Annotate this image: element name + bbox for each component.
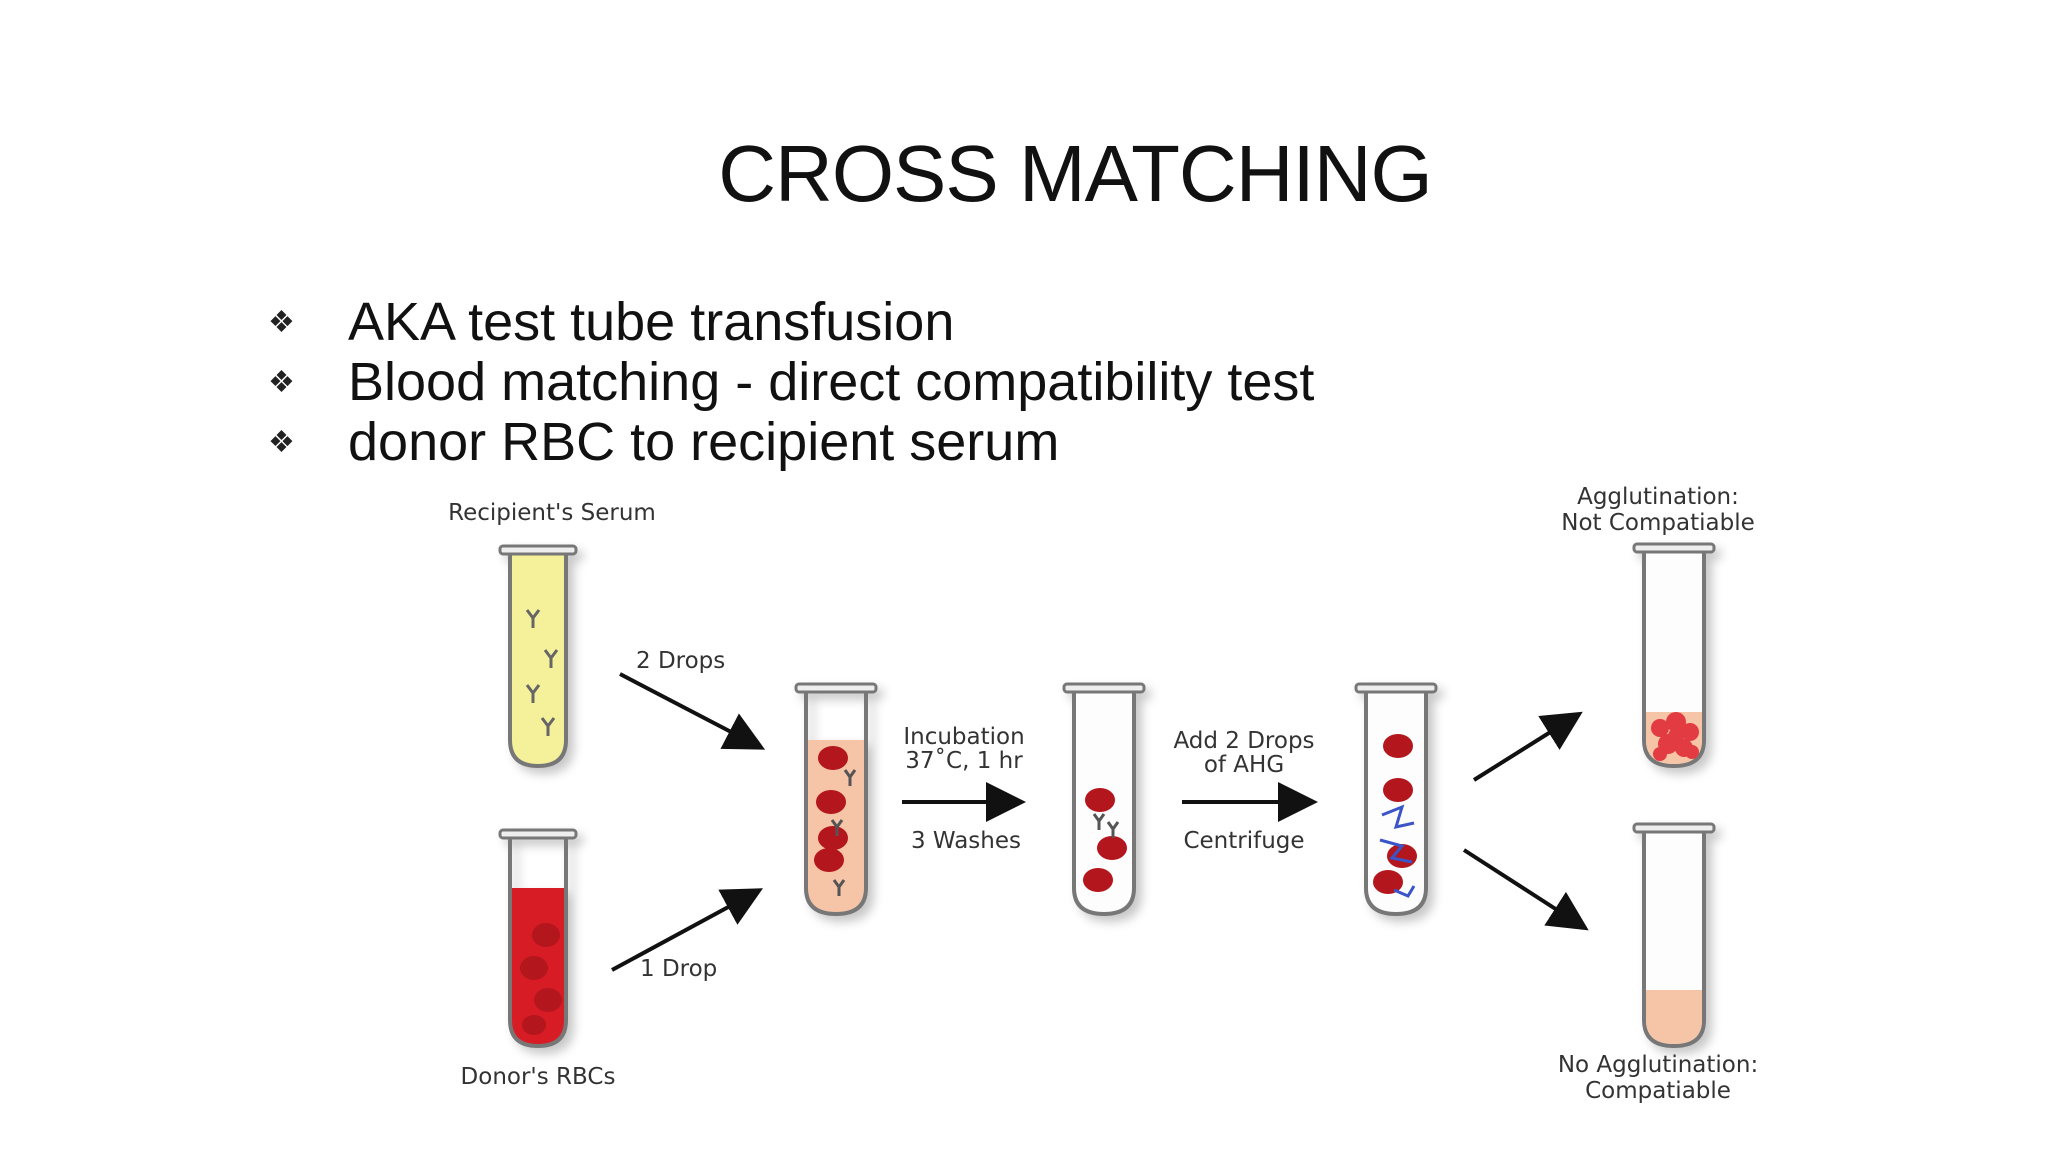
- two-drops-label: 2 Drops: [636, 648, 725, 674]
- serum-fluid: [510, 555, 566, 766]
- bullet-list: ❖ AKA test tube transfusion ❖ Blood matc…: [268, 292, 1314, 472]
- diamond-bullet-icon: ❖: [268, 365, 295, 399]
- compatible-label: Compatiable: [1585, 1078, 1731, 1104]
- bullet-item: ❖ donor RBC to recipient serum: [268, 412, 1314, 472]
- ahg-label: Add 2 Drops: [1173, 728, 1314, 754]
- ahg-tube: [1354, 682, 1438, 917]
- agglutination-label: Agglutination:: [1577, 484, 1739, 510]
- bullet-item: ❖ AKA test tube transfusion: [268, 292, 1314, 352]
- bullet-text: AKA test tube transfusion: [348, 292, 955, 352]
- recipient-serum-label: Recipient's Serum: [448, 500, 656, 526]
- slide-title: CROSS MATCHING: [718, 129, 1432, 218]
- ahg-label-2: of AHG: [1204, 752, 1284, 778]
- bullet-text: donor RBC to recipient serum: [348, 412, 1060, 472]
- arrow-icon: [619, 672, 766, 750]
- agglutination-clump: [1651, 712, 1699, 761]
- antibody-icon: [525, 609, 559, 736]
- antibody-icon: [1092, 813, 1120, 838]
- agglutination-tube: [1632, 542, 1716, 769]
- ahg-link-icon: [1379, 804, 1416, 898]
- antibody-icon: [830, 769, 857, 896]
- donor-rbc-tube: [498, 828, 578, 1049]
- incubation-label: Incubation: [903, 724, 1024, 750]
- diamond-bullet-icon: ❖: [268, 305, 295, 339]
- one-drop-label: 1 Drop: [640, 956, 717, 982]
- arrow-icon: [1472, 711, 1583, 782]
- no-agglutination-label: No Agglutination:: [1558, 1052, 1758, 1078]
- arrow-icon: [1462, 848, 1589, 931]
- not-compatible-label: Not Compatiable: [1561, 510, 1754, 536]
- arrow-icon: [611, 888, 764, 972]
- mixture-tube: [794, 682, 878, 917]
- recipient-serum-tube: [498, 544, 578, 769]
- no-agglutination-tube: [1632, 822, 1716, 1049]
- diamond-bullet-icon: ❖: [268, 425, 295, 459]
- bullet-item: ❖ Blood matching - direct compatibility …: [268, 352, 1314, 412]
- rbc-cells: [520, 923, 562, 1035]
- bullet-text: Blood matching - direct compatibility te…: [348, 352, 1315, 412]
- centrifuge-label: Centrifuge: [1183, 828, 1304, 854]
- incubation-temp-label: 37˚C, 1 hr: [905, 747, 1023, 774]
- washed-tube: [1062, 682, 1146, 917]
- donor-rbc-label: Donor's RBCs: [461, 1064, 616, 1090]
- washes-label: 3 Washes: [911, 828, 1021, 854]
